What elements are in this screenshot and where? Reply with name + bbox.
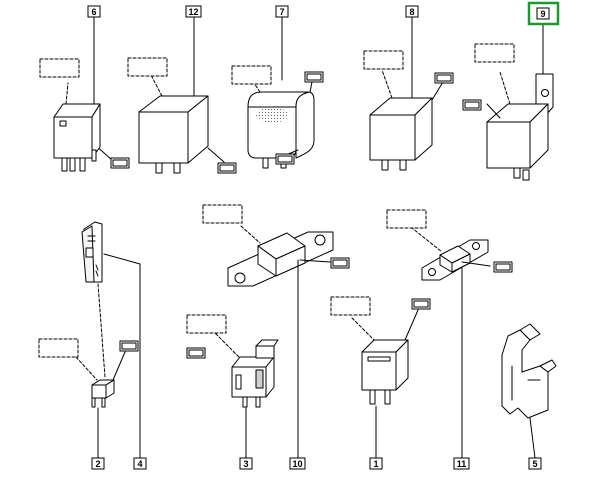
- callout-9-label: 9: [540, 9, 545, 19]
- relay-7-side: [295, 91, 315, 159]
- callout-12-label: 12: [188, 7, 198, 17]
- relay-9[interactable]: [486, 23, 554, 181]
- callout-3-label: 3: [243, 459, 248, 469]
- callout-10[interactable]: 10: [289, 457, 306, 470]
- callout-2[interactable]: 2: [91, 457, 105, 470]
- relay-8-front: [369, 114, 416, 161]
- leader-line-5: [529, 417, 536, 459]
- reference-label-boxes: [38, 43, 515, 358]
- callout-6-label: 6: [91, 7, 96, 17]
- callout-5[interactable]: 5: [528, 457, 542, 470]
- callout-7-label: 7: [279, 7, 284, 17]
- callout-1-label: 1: [373, 459, 378, 469]
- blade-fuse-3[interactable]: [211, 329, 279, 459]
- callout-8[interactable]: 8: [405, 5, 419, 18]
- fuse-puller-4[interactable]: [81, 221, 141, 459]
- callout-2-label: 2: [95, 459, 100, 469]
- fuse-holder-body: [501, 329, 549, 419]
- callout-4[interactable]: 4: [133, 457, 147, 470]
- callout-11-label: 11: [457, 459, 467, 469]
- marker-boxes: [110, 71, 513, 359]
- callout-3[interactable]: 3: [239, 457, 253, 470]
- callout-11[interactable]: 11: [453, 457, 470, 470]
- callout-9-highlight: [527, 1, 560, 26]
- callout-5-label: 5: [532, 459, 537, 469]
- relay-6[interactable]: [53, 15, 113, 172]
- maxi-fuse-10[interactable]: [227, 225, 334, 459]
- relay-6-front: [53, 116, 93, 159]
- callouts: 6 12 7 8 9 2 4 3: [87, 1, 560, 470]
- relay-12[interactable]: [138, 15, 225, 174]
- relay-6-clip: [59, 120, 67, 127]
- mini-fuse-2[interactable]: [75, 351, 126, 459]
- relay-9-front: [486, 121, 531, 169]
- callout-1[interactable]: 1: [369, 457, 383, 470]
- maxi-blade-fuse-1[interactable]: [351, 309, 419, 459]
- midi-fuse-11[interactable]: [406, 223, 491, 459]
- blade-fuse-3-cap: [255, 345, 275, 359]
- relay-7-grill: [256, 107, 288, 123]
- callout-8-label: 8: [409, 7, 414, 17]
- callout-6[interactable]: 6: [87, 5, 101, 18]
- relay-8[interactable]: [369, 15, 444, 171]
- callout-7[interactable]: 7: [275, 5, 289, 18]
- callout-10-label: 10: [292, 459, 302, 469]
- relay-7[interactable]: [247, 15, 315, 169]
- mini-fuse-2-body: [91, 384, 107, 399]
- callout-4-label: 4: [137, 459, 142, 469]
- relay-12-front: [138, 111, 189, 164]
- fuse-holder-5[interactable]: [501, 323, 557, 459]
- callout-9[interactable]: 9: [527, 1, 560, 26]
- callout-12[interactable]: 12: [185, 5, 202, 18]
